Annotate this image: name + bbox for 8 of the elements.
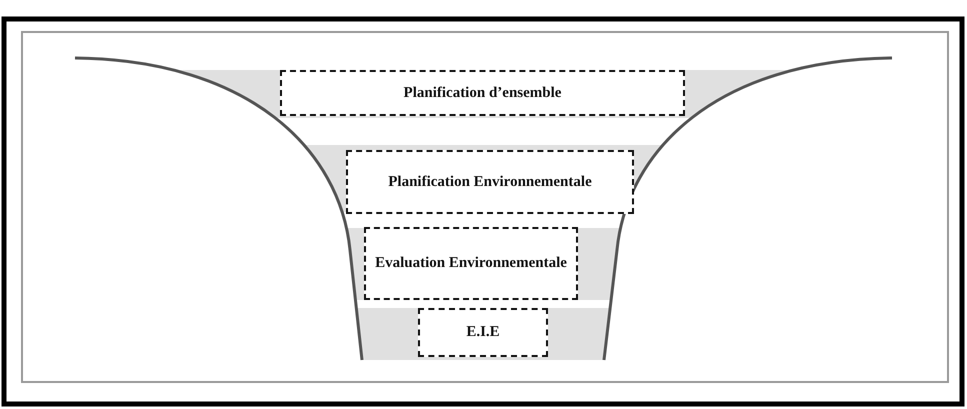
dashed-box (280, 70, 685, 116)
box-label: Planification d’ensemble (404, 84, 562, 102)
box-label: E.I.E (466, 323, 500, 342)
dashed-box (418, 308, 548, 357)
box-label: Evaluation Environnementale (375, 254, 567, 273)
dashed-box (346, 150, 634, 214)
box-label: Planification Environnementale (388, 172, 592, 192)
dashed-box (364, 227, 578, 300)
